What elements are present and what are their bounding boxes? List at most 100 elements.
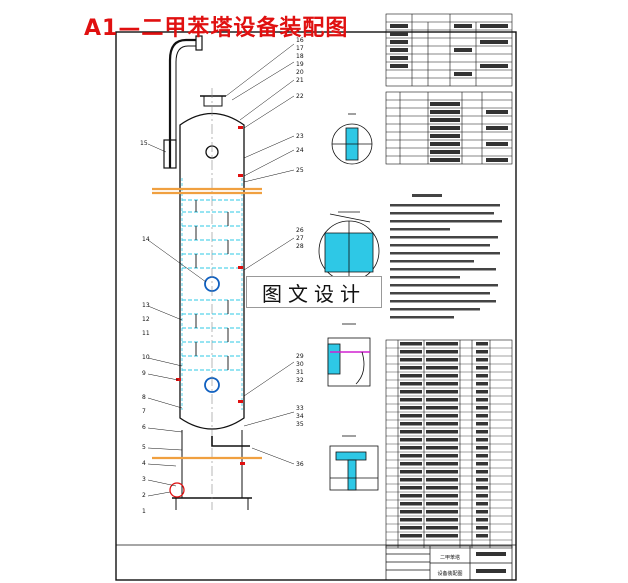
parts-row-code: [400, 366, 422, 370]
parts-row-code: [400, 518, 422, 522]
parts-row-name: [426, 350, 458, 354]
parts-row-code: [400, 398, 422, 402]
callout-right: 19: [296, 61, 304, 68]
parts-row-material: [476, 350, 488, 354]
parts-row-code: [400, 510, 422, 514]
callout-left: 15: [140, 140, 148, 147]
detail-view-a: [331, 113, 373, 165]
parts-row-code: [400, 446, 422, 450]
parts-row-name: [426, 430, 458, 434]
drawing-frame: [115, 31, 517, 581]
parts-row-material: [476, 454, 488, 458]
tower-main-view: [163, 35, 252, 510]
callout-right: 30: [296, 361, 304, 368]
parts-row-code: [400, 430, 422, 434]
callout-right: 29: [296, 353, 304, 360]
parts-row-code: [400, 406, 422, 410]
parts-row-name: [426, 462, 458, 466]
callout-left: 7: [142, 408, 146, 415]
parts-row-code: [400, 438, 422, 442]
parts-row-name: [426, 366, 458, 370]
detail-view-d: [329, 435, 379, 491]
parts-row-name: [426, 494, 458, 498]
parts-row-name: [426, 478, 458, 482]
parts-row-material: [476, 470, 488, 474]
parts-row-code: [400, 486, 422, 490]
parts-row-code: [400, 502, 422, 506]
parts-row-material: [476, 358, 488, 362]
callout-right: 32: [296, 377, 304, 384]
callout-left: 3: [142, 476, 146, 483]
parts-row-material: [476, 494, 488, 498]
callout-left: 6: [142, 424, 146, 431]
drawing-title-text: —二甲苯塔设备装配图: [118, 16, 349, 41]
parts-row-name: [426, 486, 458, 490]
parts-row-material: [476, 398, 488, 402]
parts-row-material: [476, 534, 488, 538]
parts-row-name: [426, 526, 458, 530]
parts-row-code: [400, 470, 422, 474]
drawing-title: A1—二甲苯塔设备装配图: [84, 10, 348, 42]
title-block: [385, 545, 513, 581]
parts-row-material: [476, 462, 488, 466]
callout-right: 23: [296, 133, 304, 140]
callout-left: 10: [142, 354, 150, 361]
parts-row-code: [400, 526, 422, 530]
parts-row-material: [476, 382, 488, 386]
title-block-name: 二甲苯塔: [440, 554, 460, 561]
callout-right: 24: [296, 147, 304, 154]
parts-row-material: [476, 502, 488, 506]
parts-list-text: [400, 342, 488, 538]
parts-row-name: [426, 518, 458, 522]
callout-right: 17: [296, 45, 304, 52]
parts-row-material: [476, 414, 488, 418]
parts-row-name: [426, 422, 458, 426]
callout-right: 31: [296, 369, 304, 376]
callout-right: 36: [296, 461, 304, 468]
callout-right: 27: [296, 235, 304, 242]
parts-row-code: [400, 422, 422, 426]
detail-view-b: [318, 211, 380, 282]
parts-row-code: [400, 358, 422, 362]
parts-list-rows: [386, 347, 512, 541]
callout-right: 20: [296, 69, 304, 76]
callout-right: 34: [296, 413, 304, 420]
callout-right: 33: [296, 405, 304, 412]
parts-row-material: [476, 518, 488, 522]
parts-row-material: [476, 510, 488, 514]
callout-left: 12: [142, 316, 150, 323]
technical-data-table: [385, 13, 513, 87]
parts-row-material: [476, 342, 488, 346]
callout-left: 9: [142, 370, 146, 377]
parts-row-code: [400, 478, 422, 482]
parts-row-name: [426, 406, 458, 410]
parts-row-name: [426, 454, 458, 458]
callout-left: 11: [142, 330, 150, 337]
callout-left: 13: [142, 302, 150, 309]
parts-row-material: [476, 422, 488, 426]
callout-right: 21: [296, 77, 304, 84]
parts-row-material: [476, 374, 488, 378]
parts-row-code: [400, 534, 422, 538]
callout-left: 4: [142, 460, 146, 467]
parts-row-material: [476, 526, 488, 530]
parts-row-code: [400, 350, 422, 354]
parts-row-name: [426, 414, 458, 418]
parts-row-material: [476, 430, 488, 434]
nozzle-table: [385, 91, 513, 165]
callout-left: 1: [142, 508, 146, 515]
tray-section: [182, 199, 242, 371]
parts-row-material: [476, 406, 488, 410]
parts-row-material: [476, 478, 488, 482]
callout-left: 5: [142, 444, 146, 451]
parts-row-name: [426, 470, 458, 474]
callout-right: 28: [296, 243, 304, 250]
parts-row-material: [476, 390, 488, 394]
parts-row-name: [426, 398, 458, 402]
parts-row-name: [426, 502, 458, 506]
parts-row-code: [400, 462, 422, 466]
parts-row-name: [426, 358, 458, 362]
callout-right: 35: [296, 421, 304, 428]
technical-notes: [390, 194, 502, 319]
parts-row-code: [400, 342, 422, 346]
